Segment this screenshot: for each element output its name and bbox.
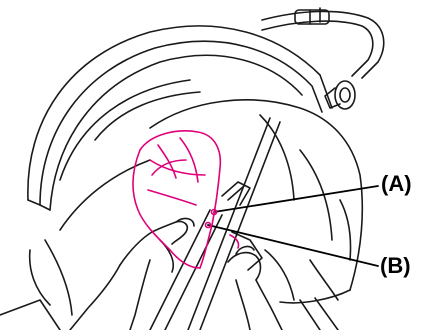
callout-lines [208,186,378,266]
frame-hinge [325,81,355,109]
callout-label-a: (A) [381,173,412,195]
handlebar [262,8,384,78]
callout-label-b: (B) [380,255,411,277]
canopy [28,26,332,210]
headrest-highlight [133,131,239,268]
left-hand [70,219,194,330]
callout-line-b [208,225,378,266]
